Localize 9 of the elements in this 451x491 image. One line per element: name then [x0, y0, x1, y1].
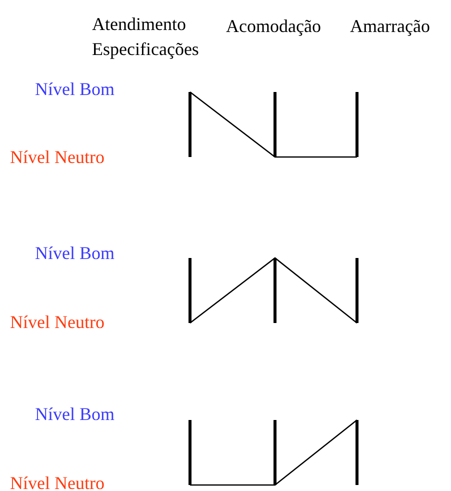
level-label: Nível Bom	[35, 78, 114, 100]
column-heading: Amarração	[350, 15, 431, 37]
level-label: Nível Neutro	[10, 146, 104, 168]
level-label: Nível Neutro	[10, 472, 104, 491]
level-label: Nível Neutro	[10, 311, 104, 333]
level-label: Nível Bom	[35, 242, 114, 264]
level-label: Nível Bom	[35, 403, 114, 425]
column-heading: Atendimento Especificações	[92, 13, 200, 61]
column-heading: Acomodação	[226, 15, 322, 37]
